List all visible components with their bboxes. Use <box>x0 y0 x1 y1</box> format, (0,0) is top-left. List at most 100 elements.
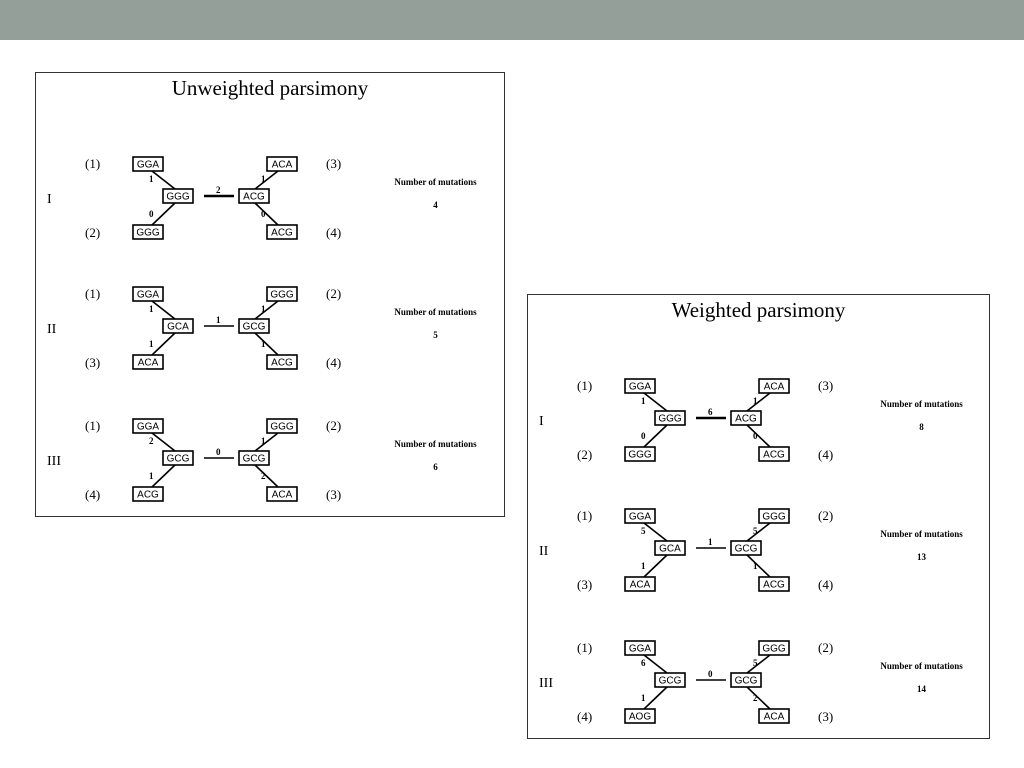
internal-node-left-label: GGG <box>166 192 190 203</box>
leaf-top-right-label: GGG <box>762 512 786 523</box>
tree-numeral: II <box>47 322 57 337</box>
leaf-top-right-box <box>758 378 790 394</box>
weight-top-right: 5 <box>753 526 758 536</box>
internal-node-left-box <box>654 410 686 426</box>
internal-node-left-label: GCG <box>659 676 682 687</box>
leaf-index-bottom-left: (3) <box>577 577 592 592</box>
weight-top-right: 5 <box>753 658 758 668</box>
leaf-index-bottom-left: (2) <box>577 447 592 462</box>
leaf-top-left-label: GGA <box>137 422 160 433</box>
internal-node-left-label: GCA <box>659 544 681 555</box>
leaf-index-top-left: (1) <box>577 378 592 393</box>
edge-bottom-right <box>254 332 279 356</box>
tree-numeral: I <box>539 414 544 429</box>
weight-bottom-right: 1 <box>753 561 758 571</box>
edge-top-left <box>643 392 668 412</box>
edge-bottom-left <box>643 554 668 578</box>
edge-top-right <box>254 170 279 190</box>
weight-center: 2 <box>216 185 221 195</box>
leaf-index-bottom-left: (4) <box>577 709 592 724</box>
internal-node-left-box <box>162 318 194 334</box>
edge-bottom-left <box>643 424 668 448</box>
edge-bottom-right <box>746 554 771 578</box>
panel-title: Unweighted parsimony <box>171 76 369 100</box>
edge-bottom-left <box>151 464 176 488</box>
leaf-index-bottom-right: (4) <box>818 447 833 462</box>
leaf-index-top-left: (1) <box>577 508 592 523</box>
internal-node-right-box <box>238 318 270 334</box>
weight-center: 0 <box>708 669 713 679</box>
weight-bottom-right: 1 <box>261 339 266 349</box>
leaf-index-top-right: (2) <box>326 418 341 433</box>
leaf-top-left-box <box>132 286 164 302</box>
weight-center: 0 <box>216 447 221 457</box>
leaf-top-left-box <box>132 156 164 172</box>
leaf-bottom-right-box <box>266 354 298 370</box>
edge-bottom-right <box>746 686 771 710</box>
mutation-count-value: 14 <box>917 684 927 694</box>
header-bar <box>0 0 1024 40</box>
leaf-top-left-label: GGA <box>629 512 652 523</box>
leaf-index-top-right: (3) <box>326 156 341 171</box>
leaf-bottom-right-box <box>758 576 790 592</box>
unweighted-parsimony-panel: Unweighted parsimony GGA GGG ACA ACG GGG ACG (… <box>35 72 505 517</box>
edge-top-left <box>151 432 176 452</box>
tree-numeral: II <box>539 544 549 559</box>
leaf-bottom-left-label: ACA <box>138 358 159 369</box>
leaf-bottom-right-box <box>758 446 790 462</box>
internal-node-right-box <box>730 540 762 556</box>
leaf-top-right-box <box>266 286 298 302</box>
leaf-bottom-left-box <box>132 354 164 370</box>
edge-bottom-left <box>151 202 176 226</box>
internal-node-right-box <box>238 450 270 466</box>
leaf-top-right-label: ACA <box>764 382 785 393</box>
leaf-index-bottom-right: (4) <box>326 225 341 240</box>
internal-node-left-label: GGG <box>658 414 682 425</box>
weight-bottom-left: 1 <box>641 561 646 571</box>
leaf-index-top-right: (2) <box>818 640 833 655</box>
leaf-index-bottom-right: (4) <box>326 355 341 370</box>
internal-node-right-label: ACG <box>735 414 757 425</box>
internal-node-right-label: GCG <box>735 676 758 687</box>
leaf-index-top-right: (2) <box>326 286 341 301</box>
weight-top-left: 6 <box>641 658 646 668</box>
weight-top-left: 2 <box>149 436 154 446</box>
edge-bottom-left <box>643 686 668 710</box>
leaf-index-bottom-left: (2) <box>85 225 100 240</box>
leaf-bottom-right-label: ACG <box>763 450 785 461</box>
leaf-index-bottom-right: (3) <box>818 709 833 724</box>
internal-node-right-label: GCG <box>243 454 266 465</box>
mutation-count-label: Number of mutations <box>394 439 477 449</box>
internal-node-right-box <box>730 410 762 426</box>
internal-node-left-label: GCG <box>167 454 190 465</box>
internal-node-left-box <box>654 672 686 688</box>
weight-bottom-left: 0 <box>641 431 646 441</box>
leaf-index-top-left: (1) <box>577 640 592 655</box>
internal-node-right-label: ACG <box>243 192 265 203</box>
tree-numeral: III <box>47 454 61 469</box>
mutation-count-label: Number of mutations <box>880 661 963 671</box>
leaf-bottom-right-box <box>266 486 298 502</box>
leaf-index-top-right: (2) <box>818 508 833 523</box>
internal-node-left-label: GCA <box>167 322 189 333</box>
weight-top-left: 1 <box>149 304 154 314</box>
weight-bottom-right: 2 <box>261 471 266 481</box>
mutation-count-value: 4 <box>433 200 438 210</box>
leaf-bottom-right-label: ACG <box>271 358 293 369</box>
leaf-bottom-right-box <box>758 708 790 724</box>
edge-bottom-right <box>254 202 279 226</box>
weight-top-right: 1 <box>753 396 758 406</box>
leaf-top-right-label: GGG <box>270 422 294 433</box>
mutation-count-label: Number of mutations <box>394 307 477 317</box>
leaf-bottom-right-label: ACG <box>271 228 293 239</box>
leaf-bottom-right-box <box>266 224 298 240</box>
leaf-index-bottom-right: (3) <box>326 487 341 502</box>
leaf-top-left-label: GGA <box>137 160 160 171</box>
leaf-bottom-left-label: ACG <box>137 490 159 501</box>
